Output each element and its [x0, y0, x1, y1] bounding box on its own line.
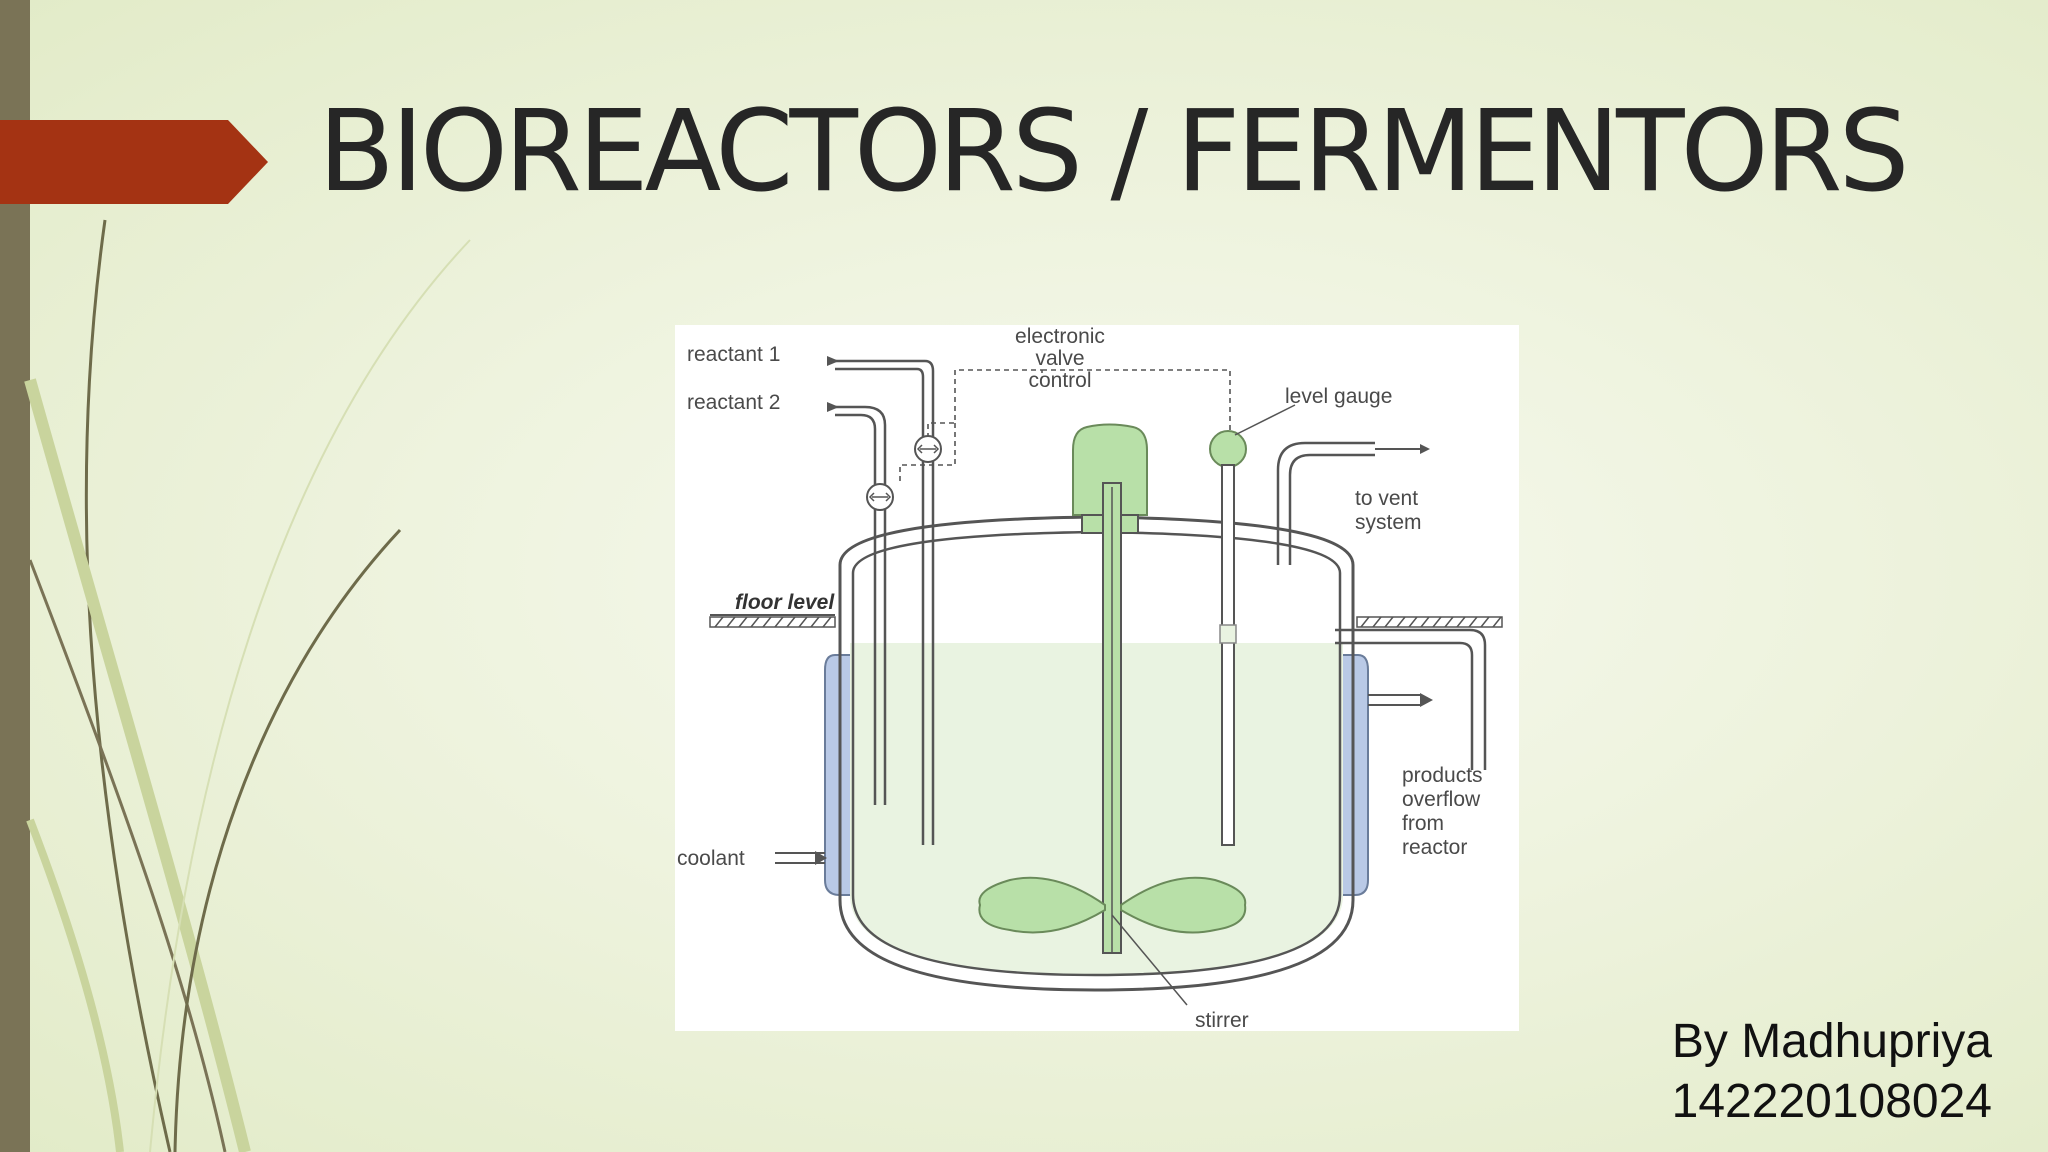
slide-title: BIOREACTORS / FERMENTORS [318, 87, 1910, 217]
bioreactor-diagram: reactant 1 reactant 2 electronic valve c… [675, 325, 1519, 1031]
label-products-4: reactor [1402, 836, 1467, 859]
label-level-gauge: level gauge [1285, 385, 1392, 408]
decorative-swoosh [24, 219, 471, 1152]
label-stirrer: stirrer [1195, 1009, 1249, 1031]
reactant-1-pipe [835, 359, 935, 845]
valve-control-dashes [899, 369, 1231, 485]
label-floor-level: floor level [735, 591, 835, 614]
author-block: By Madhupriya 142220108024 [1672, 1012, 1992, 1132]
author-id: 142220108024 [1671, 1075, 1992, 1128]
label-coolant: coolant [677, 847, 745, 870]
impeller-blade-right [1120, 876, 1247, 934]
floor-level-left [709, 614, 836, 628]
impeller-blade-left [978, 876, 1106, 934]
label-vent-2: system [1355, 511, 1422, 534]
label-valve-1: electronic [1015, 325, 1105, 348]
label-products-1: products [1402, 764, 1483, 787]
label-valve-3: control [1028, 369, 1091, 392]
reactor-vessel-outer [838, 515, 1355, 992]
floor-level-right [1356, 616, 1503, 628]
bioreactor-drawing: reactant 1 reactant 2 electronic valve c… [677, 325, 1503, 1031]
stirrer-motor-icon [1072, 423, 1148, 516]
label-products-3: from [1402, 812, 1444, 835]
label-valve-2: valve [1035, 347, 1084, 370]
vent-pipe [1288, 453, 1375, 565]
level-gauge-rod [1221, 464, 1235, 846]
reactant-2-pipe [835, 405, 887, 805]
overflow-pipe [1335, 628, 1487, 770]
level-gauge-icon [1209, 430, 1247, 468]
label-products-2: overflow [1402, 788, 1481, 811]
label-reactant-1: reactant 1 [687, 343, 780, 366]
label-vent-1: to vent [1355, 487, 1418, 510]
author-name: By Madhupriya [1671, 1015, 1992, 1068]
title-arrow-shape [0, 120, 268, 204]
label-reactant-2: reactant 2 [687, 391, 780, 414]
reactor-vessel-inner [851, 530, 1342, 977]
